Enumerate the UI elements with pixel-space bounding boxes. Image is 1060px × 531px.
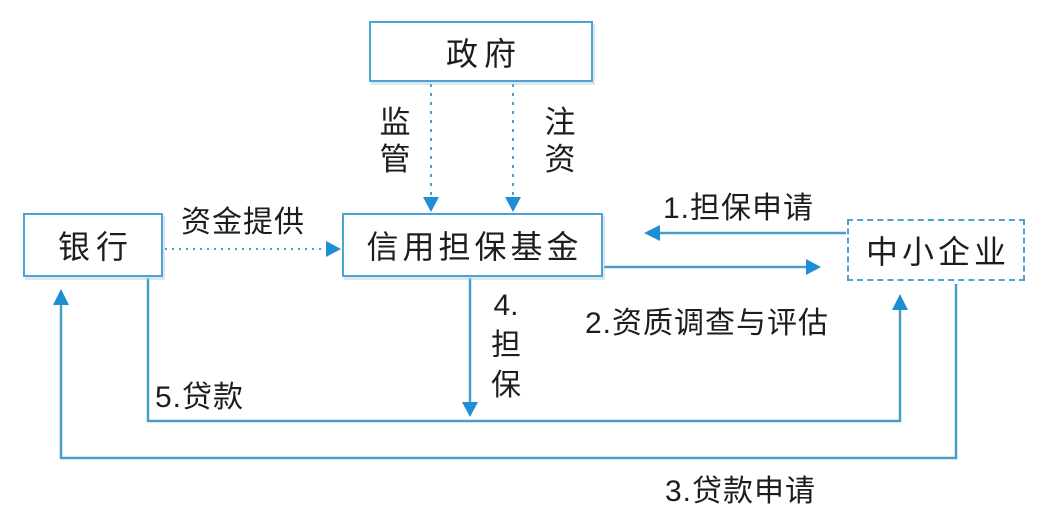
step3-loan-application-label: 3.贷款申请 [665,475,817,508]
supervision-label: 监 管 [379,105,411,177]
funding-provision-arrowhead-icon [326,241,341,257]
step3-connector-line [59,284,958,460]
step5-connector-line [146,278,902,423]
step4-arrowhead-icon [462,402,478,417]
node-guarantee-fund-label: 信用担保基金 [366,229,583,265]
node-sme-label: 中小企业 [865,234,1010,270]
node-government: 政府 [369,21,593,82]
step1-guarantee-application-label: 1.担保申请 [663,192,815,225]
node-bank: 银行 [23,213,163,277]
capital-injection-arrowhead-icon [505,197,521,212]
node-bank-label: 银行 [57,229,134,265]
node-sme: 中小企业 [847,219,1025,281]
supervision-arrowhead-icon [423,197,439,212]
step5-arrowhead-icon [892,294,908,310]
step3-arrowhead-icon [53,289,69,305]
step2-arrowhead-icon [806,259,821,275]
step1-arrowhead-icon [644,225,660,241]
step4-guarantee-label: 4. 担 保 [491,289,521,402]
step5-loan-label: 5.贷款 [155,381,245,414]
funding-provision-label: 资金提供 [181,206,305,239]
node-government-label: 政府 [445,35,522,72]
capital-injection-label: 注 资 [544,105,576,177]
step2-qualification-review-label: 2.资质调查与评估 [585,307,830,340]
node-guarantee-fund: 信用担保基金 [342,213,603,277]
